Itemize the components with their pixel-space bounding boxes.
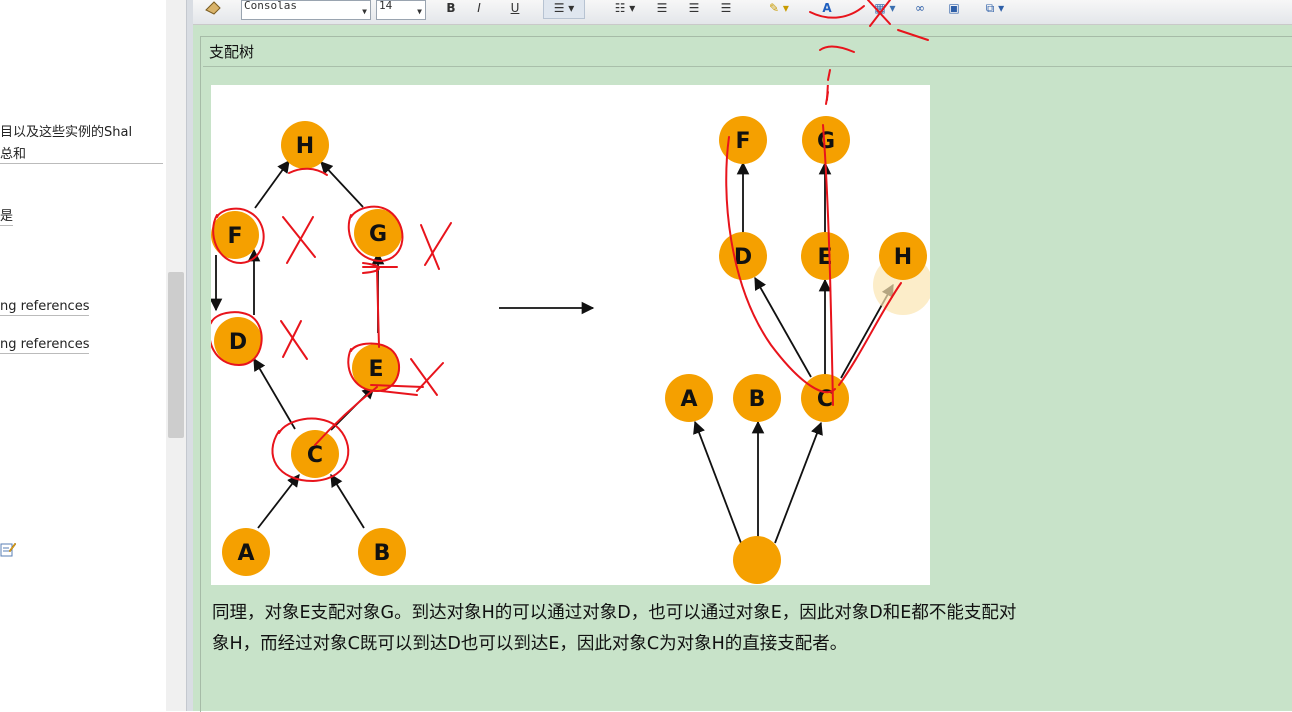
numbered-list-button[interactable]: ☷ ▾ bbox=[607, 0, 643, 18]
left-graph-node-E: E bbox=[352, 344, 400, 392]
red-pen-annotations-top bbox=[809, 0, 929, 105]
left-pane-item-4[interactable]: ng references bbox=[0, 299, 90, 316]
left-graph-label-B: B bbox=[374, 541, 391, 566]
left-pane: 目以及这些实例的Shal 总和 是 ng references ng refer… bbox=[0, 0, 166, 711]
text-color-icon: A bbox=[822, 1, 832, 15]
code-icon: ⧉ ▾ bbox=[985, 1, 1005, 15]
right-tree-label-C: C bbox=[817, 387, 833, 412]
left-graph-label-G: G bbox=[369, 222, 387, 247]
right-tree-node-D: D bbox=[719, 232, 767, 280]
right-tree-label-G: G bbox=[817, 129, 835, 154]
left-graph-label-C: C bbox=[307, 443, 323, 468]
right-tree-label-H: H bbox=[894, 245, 912, 270]
chevron-down-icon: ▼ bbox=[362, 7, 367, 16]
left-graph-label-H: H bbox=[296, 134, 314, 159]
right-tree-node-A: A bbox=[665, 374, 713, 422]
left-graph-node-A: A bbox=[222, 528, 270, 576]
bold-button[interactable]: B bbox=[446, 1, 456, 15]
text-color-button[interactable]: A bbox=[807, 0, 847, 18]
font-name-value: Consolas bbox=[244, 0, 297, 12]
pane-divider[interactable] bbox=[186, 0, 193, 711]
font-size-value: 14 bbox=[379, 0, 393, 12]
more-button[interactable]: ⧉ ▾ bbox=[977, 0, 1013, 18]
indent-icon: ☰ bbox=[720, 1, 732, 15]
right-tree-label-F: F bbox=[735, 129, 750, 154]
right-tree-edges bbox=[693, 161, 894, 544]
left-graph-label-F: F bbox=[227, 224, 242, 249]
right-tree-label-D: D bbox=[734, 245, 752, 270]
right-tree-node-E: E bbox=[801, 232, 849, 280]
numbered-list-icon: ☷ ▾ bbox=[614, 1, 636, 15]
left-graph-node-G: G bbox=[354, 209, 402, 257]
right-tree-node-F: F bbox=[719, 116, 767, 164]
right-tree-node-B: B bbox=[733, 374, 781, 422]
left-graph-label-E: E bbox=[368, 357, 383, 382]
outdent-icon: ☰ bbox=[688, 1, 700, 15]
image-icon: ▣ bbox=[948, 1, 960, 15]
bullet-list-icon: ☰ bbox=[656, 1, 668, 15]
scrollbar-thumb[interactable] bbox=[168, 272, 184, 438]
font-name-select[interactable]: Consolas ▼ bbox=[241, 0, 371, 20]
left-graph-edges bbox=[211, 159, 595, 529]
bullet-list-button[interactable]: ☰ bbox=[651, 0, 673, 18]
image-button[interactable]: ▣ bbox=[943, 0, 965, 18]
align-left-icon: ☰ ▾ bbox=[553, 1, 575, 15]
highlight-button[interactable]: ✎ ▾ bbox=[759, 0, 799, 18]
edit-note-icon[interactable] bbox=[0, 541, 16, 557]
underline-button[interactable]: U bbox=[510, 1, 520, 15]
left-pane-item-1[interactable]: 目以及这些实例的Shal bbox=[0, 125, 133, 140]
eraser-icon[interactable] bbox=[203, 0, 223, 16]
link-button[interactable]: ∞ bbox=[909, 0, 931, 18]
left-graph-node-C: C bbox=[291, 430, 339, 478]
right-tree-label-B: B bbox=[749, 387, 766, 412]
chevron-down-icon: ▼ bbox=[417, 7, 422, 16]
right-tree-node-C: C bbox=[801, 374, 849, 422]
formatting-toolbar: Consolas ▼ 14 ▼ B I U ☰ ▾ ☷ ▾ ☰ ☰ ☰ ✎ ▾ … bbox=[193, 0, 1292, 25]
dominator-tree-diagram: H F G D E C A B F G D E bbox=[211, 85, 930, 585]
indent-button[interactable]: ☰ bbox=[715, 0, 737, 18]
editor-body[interactable] bbox=[200, 36, 1292, 712]
left-graph-node-B: B bbox=[358, 528, 406, 576]
title-divider bbox=[203, 66, 1292, 67]
right-tree-node-G: G bbox=[802, 116, 850, 164]
italic-button[interactable]: I bbox=[477, 1, 481, 15]
outdent-button[interactable]: ☰ bbox=[683, 0, 705, 18]
left-pane-item-5[interactable]: ng references bbox=[0, 337, 90, 354]
left-graph-node-H: H bbox=[281, 121, 329, 169]
caption-line-1: 同理，对象E支配对象G。到达对象H的可以通过对象D，也可以通过对象E，因此对象D… bbox=[212, 603, 1017, 623]
right-tree-root-node bbox=[733, 536, 781, 584]
left-pane-item-2[interactable]: 总和 bbox=[0, 143, 163, 164]
left-graph-node-D: D bbox=[214, 317, 262, 365]
left-graph-label-D: D bbox=[229, 330, 247, 355]
left-pane-item-3[interactable]: 是 bbox=[0, 205, 14, 226]
align-left-button[interactable]: ☰ ▾ bbox=[543, 0, 585, 19]
caption-paragraph: 同理，对象E支配对象G。到达对象H的可以通过对象D，也可以通过对象E，因此对象D… bbox=[212, 598, 1292, 660]
right-tree-label-A: A bbox=[680, 387, 697, 412]
highlighter-icon: ✎ ▾ bbox=[769, 1, 789, 15]
right-tree-node-H: H bbox=[873, 232, 930, 315]
red-pen-annotations bbox=[211, 85, 902, 483]
font-size-select[interactable]: 14 ▼ bbox=[376, 0, 426, 20]
page-title: 支配树 bbox=[209, 43, 255, 61]
caption-line-2: 象H，而经过对象C既可以到达D也可以到达E，因此对象C为对象H的直接支配者。 bbox=[212, 634, 848, 654]
link-icon: ∞ bbox=[915, 1, 925, 15]
left-graph-label-A: A bbox=[237, 541, 254, 566]
left-graph-node-F: F bbox=[211, 211, 259, 259]
